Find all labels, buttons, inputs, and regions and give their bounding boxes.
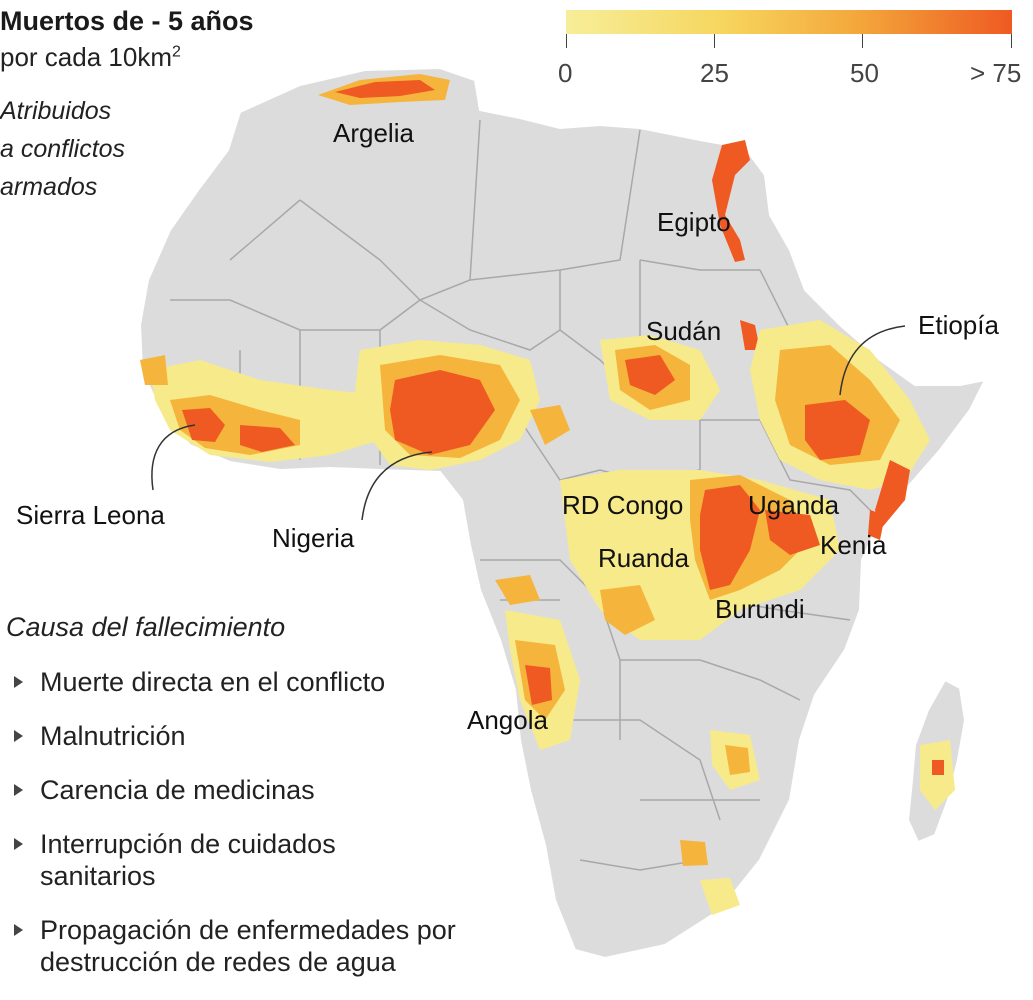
note-line-1: Atribuidos (0, 97, 112, 125)
scale-tick-75 (1011, 34, 1012, 48)
heat-gabon (495, 575, 540, 605)
causes-title: Causa del fallecimiento (6, 612, 286, 642)
heat-argelia-high (335, 80, 435, 98)
scale-label-25: 25 (700, 58, 729, 88)
leader-nigeria (361, 451, 433, 521)
heat-madagascar-high (932, 760, 944, 775)
label-egipto: Egipto (657, 207, 731, 237)
label-etiopia: Etiopía (918, 310, 999, 340)
scale-tick-50 (862, 34, 863, 48)
heat-westcoast (140, 355, 168, 385)
conflict-overlay (140, 74, 955, 915)
map-subtitle: por cada 10km2 (0, 42, 181, 73)
heat-etiopia-high (805, 400, 870, 460)
heat-congo-west (600, 585, 655, 635)
leader-sierra-leona (151, 424, 196, 491)
label-kenia: Kenia (820, 530, 887, 560)
triangle-bullet-icon (14, 676, 23, 688)
leader-lines (151, 325, 906, 521)
heat-egipto (712, 140, 750, 262)
triangle-bullet-icon (14, 924, 23, 936)
scale-tick-0 (566, 34, 567, 48)
triangle-bullet-icon (14, 730, 23, 742)
scale-bar (566, 10, 1012, 34)
heat-somalia-high (875, 460, 910, 530)
note-line-2: a conflictos (0, 135, 126, 163)
label-ruanda: Ruanda (598, 543, 690, 573)
scale-label-75: > 75 (970, 58, 1022, 88)
cause-item: Interrupción de cuidados sanitarios (14, 828, 540, 892)
cause-text: Muerte directa en el conflicto (40, 667, 386, 697)
label-nigeria: Nigeria (272, 523, 355, 553)
cause-text: Interrupción de cuidados sanitarios (40, 829, 336, 891)
cause-text: Propagación de enfermedades por destrucc… (40, 915, 456, 977)
map-note: Atribuidos a conflictos armados (0, 92, 200, 206)
cause-item: Muerte directa en el conflicto (14, 666, 540, 698)
heat-kenia-high (868, 510, 885, 540)
heat-south-mid (725, 745, 750, 775)
cause-item: Propagación de enfermedades por destrucc… (14, 914, 540, 978)
label-sudan: Sudán (646, 316, 722, 346)
cause-text: Malnutrición (40, 721, 186, 751)
label-angola: Angola (467, 705, 548, 735)
heat-south-3 (700, 878, 740, 915)
heat-sierraleona-high (182, 408, 225, 442)
leader-etiopia (839, 325, 906, 396)
cause-item: Carencia de medicinas (14, 774, 540, 806)
heat-congo-high (700, 485, 760, 590)
triangle-bullet-icon (14, 784, 23, 796)
heat-cameroon (530, 405, 570, 445)
heat-sudan-river (740, 320, 760, 350)
africa-map (138, 66, 987, 960)
causes-list: Muerte directa en el conflicto Malnutric… (14, 666, 540, 1000)
label-argelia: Argelia (333, 118, 414, 148)
heat-angola-high (525, 665, 552, 705)
label-burundi: Burundi (715, 594, 805, 624)
cause-text: Carencia de medicinas (40, 775, 315, 805)
heat-westafrica-high2 (240, 425, 295, 452)
heat-uganda-high (765, 510, 820, 555)
heat-nigeria-high (390, 370, 495, 455)
heat-south-2 (680, 840, 708, 866)
heat-sudan-high (625, 355, 675, 395)
triangle-bullet-icon (14, 838, 23, 850)
scale-tick-25 (714, 34, 715, 48)
subtitle-text: por cada 10km (0, 42, 172, 72)
africa-landmass (138, 66, 987, 960)
cause-item: Malnutrición (14, 720, 540, 752)
subtitle-superscript: 2 (171, 43, 181, 61)
label-sierra-leona: Sierra Leona (16, 500, 165, 530)
label-uganda: Uganda (748, 490, 840, 520)
note-line-3: armados (0, 173, 98, 201)
scale-label-50: 50 (850, 58, 879, 88)
label-rd-congo: RD Congo (562, 490, 684, 520)
scale-label-0: 0 (558, 58, 573, 88)
map-title: Muertos de - 5 años (0, 6, 254, 36)
